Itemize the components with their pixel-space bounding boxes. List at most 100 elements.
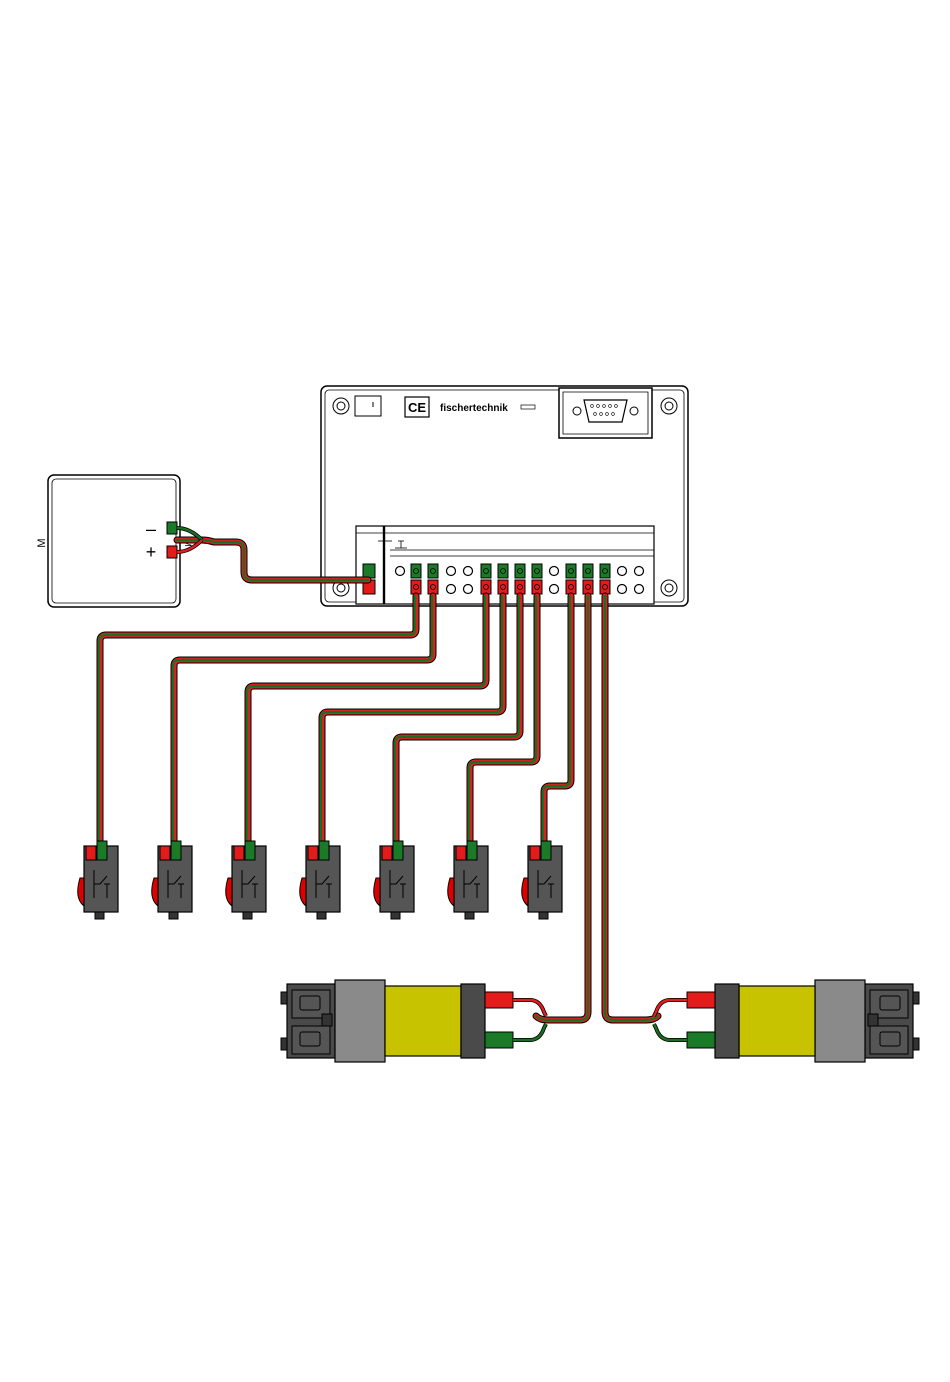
socket[interactable] [464, 585, 473, 594]
motor-collar [335, 980, 385, 1062]
green-plug[interactable] [411, 564, 421, 578]
red-plug[interactable] [583, 580, 593, 594]
red-plug[interactable] [532, 580, 542, 594]
red-plug[interactable] [234, 846, 244, 860]
motor-tab [281, 992, 287, 1004]
switch-foot [465, 912, 474, 919]
motor-tab [913, 992, 919, 1004]
green-plug[interactable] [541, 841, 551, 860]
motor-shaft-stub [868, 1014, 878, 1026]
green-plug[interactable] [687, 1032, 715, 1048]
push-button-switch[interactable] [374, 841, 414, 919]
motor-left [281, 980, 546, 1062]
green-plug[interactable] [171, 841, 181, 860]
green-plug[interactable] [467, 841, 477, 860]
socket[interactable] [618, 585, 627, 594]
red-wire [605, 596, 658, 1020]
motor-tab [281, 1038, 287, 1050]
gearbox-cover [292, 1026, 330, 1054]
push-button-switch[interactable] [448, 841, 488, 919]
socket[interactable] [447, 585, 456, 594]
serial-port[interactable] [559, 388, 652, 438]
red-plug[interactable] [456, 846, 466, 860]
gearbox-cover [870, 1026, 908, 1054]
motor-body [654, 980, 919, 1062]
push-button-switch[interactable] [78, 841, 118, 919]
green-plug[interactable] [600, 564, 610, 578]
power-supply: M – + M [36, 475, 193, 607]
red-plug[interactable] [530, 846, 540, 860]
green-plug[interactable] [515, 564, 525, 578]
wire-outline [605, 596, 658, 1020]
red-plug[interactable] [515, 580, 525, 594]
supply-green-plug[interactable] [363, 564, 375, 578]
red-plug[interactable] [167, 546, 177, 558]
red-wire [100, 596, 416, 848]
ce-mark-text: CE [408, 400, 426, 415]
push-button-row [78, 841, 562, 919]
socket[interactable] [635, 585, 644, 594]
green-plug[interactable] [393, 841, 403, 860]
red-plug[interactable] [86, 846, 96, 860]
socket[interactable] [618, 567, 627, 576]
red-plug[interactable] [498, 580, 508, 594]
motor-tab [913, 1038, 919, 1050]
switch-foot [169, 912, 178, 919]
green-plug[interactable] [498, 564, 508, 578]
red-plug[interactable] [566, 580, 576, 594]
label-window [355, 396, 381, 416]
switch-foot [243, 912, 252, 919]
red-plug[interactable] [411, 580, 421, 594]
socket[interactable] [550, 585, 559, 594]
motor-right [654, 980, 919, 1062]
green-plug[interactable] [428, 564, 438, 578]
switch-wire [543, 596, 571, 848]
motor-wire-right [605, 596, 658, 1020]
motor-lead-red [513, 1000, 546, 1016]
green-plug[interactable] [97, 841, 107, 860]
green-plug[interactable] [167, 522, 177, 534]
push-button-switch[interactable] [522, 841, 562, 919]
push-button-switch[interactable] [300, 841, 340, 919]
red-plug[interactable] [481, 580, 491, 594]
red-plug[interactable] [428, 580, 438, 594]
red-plug[interactable] [485, 992, 513, 1008]
wire-outline [544, 596, 571, 848]
green-plug[interactable] [532, 564, 542, 578]
socket[interactable] [635, 567, 644, 576]
screw-icon [661, 580, 677, 596]
socket[interactable] [396, 567, 405, 576]
push-button-switch[interactable] [226, 841, 266, 919]
power-supply-housing [48, 475, 180, 607]
green-plug[interactable] [481, 564, 491, 578]
switch-foot [317, 912, 326, 919]
interface-unit: CE fischertechnik [321, 386, 688, 606]
red-plug[interactable] [382, 846, 392, 860]
green-plug[interactable] [245, 841, 255, 860]
motor-lead-green [513, 1024, 546, 1040]
socket[interactable] [447, 567, 456, 576]
motor-shaft-stub [322, 1014, 332, 1026]
screw-icon [333, 398, 349, 414]
push-button-switch[interactable] [152, 841, 192, 919]
switch-wire [99, 596, 416, 848]
red-plug[interactable] [687, 992, 715, 1008]
green-plug[interactable] [319, 841, 329, 860]
motor-collar [815, 980, 865, 1062]
screw-icon [661, 398, 677, 414]
green-plug[interactable] [566, 564, 576, 578]
socket[interactable] [550, 567, 559, 576]
green-plug[interactable] [583, 564, 593, 578]
power-supply-side-label: M [36, 538, 48, 547]
red-plug[interactable] [160, 846, 170, 860]
socket[interactable] [464, 567, 473, 576]
switch-foot [391, 912, 400, 919]
motor-can [739, 986, 815, 1056]
red-plug[interactable] [600, 580, 610, 594]
red-plug[interactable] [308, 846, 318, 860]
green-plug[interactable] [485, 1032, 513, 1048]
plus-label: + [146, 542, 157, 562]
green-wire [605, 596, 658, 1020]
